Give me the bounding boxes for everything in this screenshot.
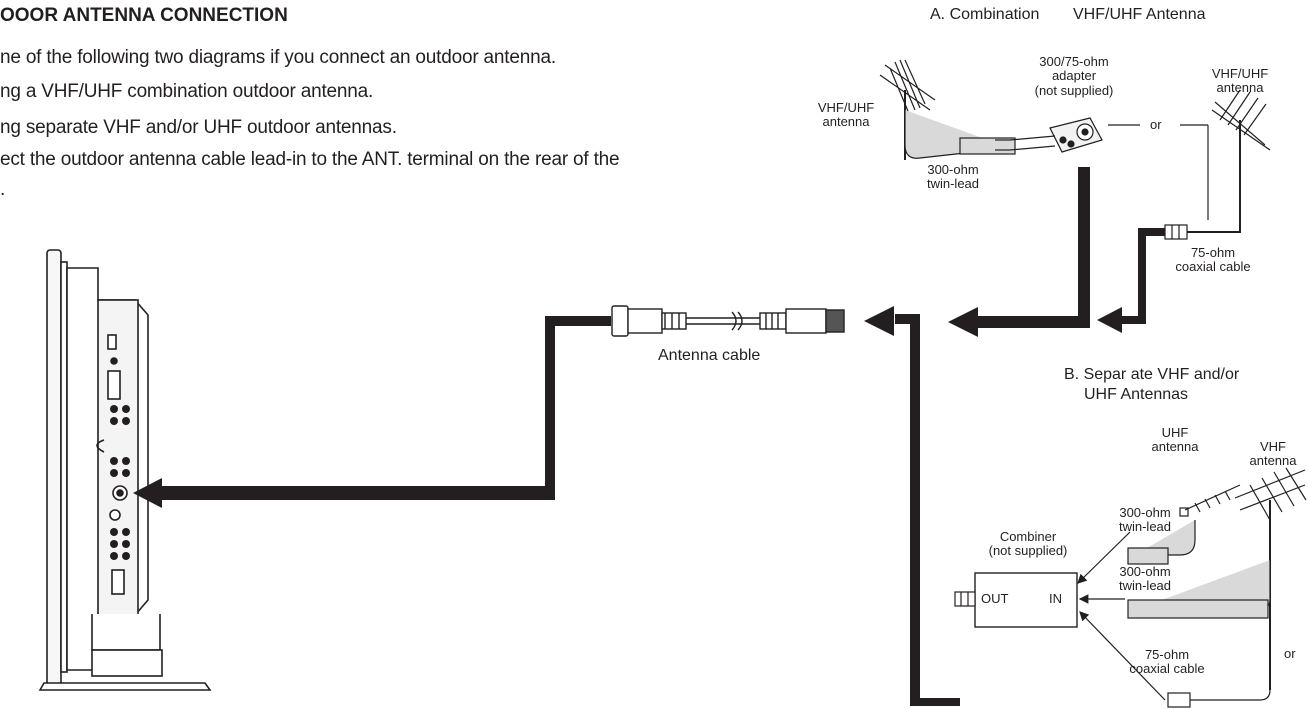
label-line: antenna xyxy=(1151,439,1199,455)
section-b-diagram xyxy=(954,467,1307,708)
label-line: antenna xyxy=(822,114,870,130)
section-a-title: A. Combination xyxy=(930,6,1040,23)
combiner-in-label: IN xyxy=(1049,591,1062,606)
label-line: antenna xyxy=(1216,80,1264,96)
label-line: 300-ohm xyxy=(1119,505,1171,520)
label-line: 300-ohm xyxy=(1119,564,1171,579)
label-line: UHF xyxy=(1161,425,1189,440)
instruction-line-5: . xyxy=(0,179,6,200)
or-label-b: or xyxy=(1284,646,1296,661)
label-line: 300-ohm xyxy=(927,162,979,177)
section-b-title: B. Separ ate VHF and/or UHF Antennas xyxy=(1064,365,1239,405)
instruction-line-2: ng a VHF/UHF combination outdoor antenna… xyxy=(0,81,374,102)
label-line: 75-ohm xyxy=(1144,647,1190,662)
instruction-line-4: ect the outdoor antenna cable lead-in to… xyxy=(0,149,620,170)
label-line: twin-lead xyxy=(926,176,980,192)
label-line: (not supplied) xyxy=(988,543,1068,559)
label-line: twin-lead xyxy=(1118,519,1172,535)
right-antenna-label: VHF/UHF antenna xyxy=(1200,66,1280,96)
coax-label-a: 75-ohm coaxial cable xyxy=(1158,245,1268,275)
label-line: 75-ohm xyxy=(1190,245,1236,260)
label-line: B. Separ ate VHF and/or xyxy=(1064,366,1240,383)
left-antenna-label: VHF/UHF antenna xyxy=(806,100,886,130)
twin-lead-label-a: 300-ohm twin-lead xyxy=(913,162,993,192)
antenna-cable-label: Antenna cable xyxy=(658,347,761,364)
twin-lead-label-b2: 300-ohm twin-lead xyxy=(1110,564,1180,594)
label-line: twin-lead xyxy=(1118,578,1172,594)
or-label-a: or xyxy=(1150,117,1162,132)
uhf-antenna-label: UHF antenna xyxy=(1140,425,1210,455)
vhf-uhf-antenna-right-icon xyxy=(1211,89,1271,225)
twin-lead-label-b1: 300-ohm twin-lead xyxy=(1110,505,1180,535)
page-title: OOOR ANTENNA CONNECTION xyxy=(0,5,288,26)
uhf-antenna-icon xyxy=(1179,484,1241,517)
coax-label-b: 75-ohm coaxial cable xyxy=(1112,647,1222,677)
instruction-line-1: ne of the following two diagrams if you … xyxy=(0,47,556,68)
label-line: coaxial cable xyxy=(1175,259,1251,275)
label-line: VHF/UHF xyxy=(817,100,875,115)
combiner-label: Combiner (not supplied) xyxy=(978,529,1078,559)
label-line: antenna xyxy=(1249,453,1297,469)
vhf-antenna-label: VHF antenna xyxy=(1240,439,1306,469)
label-line: (not supplied) xyxy=(1034,82,1114,98)
section-a-diagram xyxy=(879,59,1271,240)
adapter-label: 300/75-ohm adapter (not supplied) xyxy=(1024,54,1124,98)
label-line: UHF Antennas xyxy=(1084,386,1189,403)
antenna-cable xyxy=(611,305,845,337)
section-a-subtitle: VHF/UHF Antenna xyxy=(1073,6,1206,23)
label-line: VHF/UHF xyxy=(1211,66,1269,81)
label-line: Combiner xyxy=(999,529,1057,544)
instruction-line-3: ng separate VHF and/or UHF outdoor anten… xyxy=(0,117,397,138)
tv-side-view xyxy=(38,249,212,691)
combiner-out-label: OUT xyxy=(981,591,1009,606)
label-line: coaxial cable xyxy=(1129,661,1205,677)
adapter-icon xyxy=(1049,117,1103,153)
label-line: adapter xyxy=(1051,68,1097,84)
label-line: 300/75-ohm xyxy=(1039,54,1109,69)
label-line: VHF xyxy=(1260,439,1286,454)
signal-paths xyxy=(133,167,1168,706)
